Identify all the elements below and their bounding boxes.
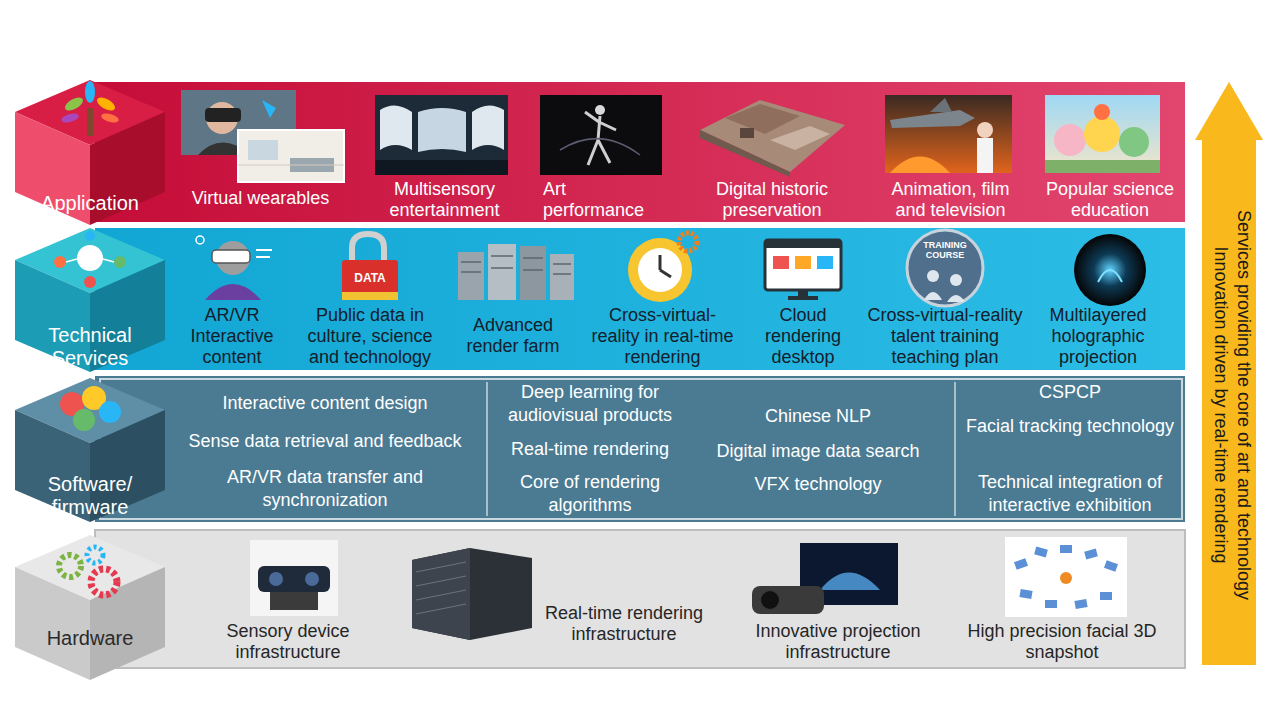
item-caption: High precision facial 3D snapshot (962, 621, 1162, 663)
technical-item: Cross-virtual-reality in real-time rende… (588, 232, 737, 371)
item-caption: Chinese NLP (693, 405, 943, 428)
popular-science-photo (1045, 95, 1160, 173)
technical-band (95, 228, 1185, 370)
technical-layer: Technical Services AR/VR Interactive cont… (15, 228, 1185, 372)
item-caption: Technical integration of interactive exh… (960, 471, 1180, 517)
software-cube (15, 378, 165, 522)
sensor-device-photo (250, 540, 338, 616)
application-item: Digital historic preservation (695, 93, 847, 222)
render-farm-icon (458, 244, 574, 300)
item-caption: Art performance (543, 179, 670, 221)
item-caption: Virtual wearables (178, 188, 343, 209)
facial-snapshot-photo (1005, 537, 1127, 617)
item-caption: AR/VR Interactive content (182, 305, 282, 368)
arrow-text: Innovation driven by real-time rendering (1208, 82, 1231, 667)
rotated-text-block: Services providing the core of art and t… (1195, 82, 1263, 667)
item-caption: Sensory device infrastructure (213, 621, 363, 663)
item-caption: VFX technology (693, 473, 943, 496)
item-caption: Deep learning for audiovisual products (490, 381, 690, 427)
item-caption: Digital historic preservation (697, 179, 847, 221)
holographic-icon (1074, 234, 1146, 306)
render-server-photo (412, 548, 532, 640)
application-item: Popular science education (1036, 93, 1185, 222)
training-course-icon (907, 230, 983, 306)
item-caption: Digital image data search (693, 440, 943, 463)
application-band (95, 82, 1185, 222)
hardware-item: Sensory device infrastructure (210, 535, 370, 668)
hardware-cube (15, 535, 165, 680)
clock-icon (628, 233, 697, 302)
arrow-node: Services providing the core of art and t… (1195, 82, 1263, 667)
item-caption: Multisensory entertainment (372, 179, 517, 221)
software-band (95, 376, 1185, 522)
animation-photo (885, 95, 1012, 173)
historic-model-photo (700, 100, 845, 177)
item-caption: Real-time rendering (490, 438, 690, 461)
item-caption: Interactive content design (165, 392, 485, 415)
application-item: Animation, film and television (878, 93, 1023, 222)
application-item: Art performance (538, 93, 670, 222)
technical-cube (15, 228, 165, 372)
multisensory-photo (375, 95, 508, 175)
item-caption: Facial tracking technology (960, 415, 1180, 438)
item-caption: CSPCP (960, 381, 1180, 404)
layer-label: Software/ firmware (25, 473, 155, 519)
hardware-item: Real-time rendering infrastructure (405, 540, 710, 668)
icon-tag: DATA (344, 272, 396, 285)
item-caption: Animation, film and television (878, 179, 1023, 221)
vr-photo (181, 90, 344, 182)
technical-item: Public data in culture, science and tech… (293, 232, 447, 371)
application-item: Virtual wearables (178, 88, 348, 220)
vr-user-icon (196, 236, 272, 300)
software-column: Interactive content designSense data ret… (160, 378, 487, 520)
item-caption: Core of rendering algorithms (490, 471, 690, 517)
technical-item: AR/VR Interactive content (180, 232, 284, 371)
layer-label: Application (15, 192, 165, 215)
application-cube (15, 80, 165, 225)
hardware-item: Innovative projection infrastructure (736, 540, 940, 668)
item-caption: Innovative projection infrastructure (738, 621, 938, 663)
software-column: CSPCP Facial tracking technologyTechnical… (957, 378, 1185, 520)
arrow-text: Services providing the core of art and t… (1231, 82, 1254, 667)
software-layer: Software/ firmwareInteractive content de… (15, 376, 1185, 522)
item-caption: Cloud rendering desktop (753, 305, 853, 368)
layer-label: Hardware (15, 627, 165, 650)
item-caption: Real-time rendering infrastructure (540, 603, 708, 645)
item-caption: Popular science education (1036, 179, 1184, 221)
software-column: Deep learning for audiovisual productsRe… (490, 378, 953, 520)
item-caption: Multilayered holographic projection (1033, 305, 1163, 368)
data-lock-icon (342, 234, 398, 300)
technical-item: Cloud rendering desktop (750, 232, 856, 371)
layer-label: Technical Services (15, 324, 165, 370)
item-caption: Advanced render farm (455, 315, 571, 357)
hardware-layer: Hardware Sensory device infrastructure Rea… (15, 530, 1185, 680)
technical-item: Multilayered holographic projection (1031, 232, 1165, 371)
technical-item: Advanced render farm (450, 240, 576, 370)
icon-tag: TRAINING COURSE (915, 240, 975, 260)
hardware-band (95, 530, 1185, 668)
cloud-desktop-icon (765, 240, 841, 300)
item-caption: AR/VR data transfer and synchronization (165, 466, 485, 512)
projector-photo (752, 543, 898, 614)
art-performance-photo (540, 95, 662, 175)
item-caption: Cross-virtual-reality in real-time rende… (590, 305, 735, 368)
item-caption: Cross-virtual-reality talent training te… (856, 305, 1034, 368)
application-item: Multisensory entertainment (372, 93, 517, 222)
item-caption: Public data in culture, science and tech… (295, 305, 445, 368)
item-caption: Sense data retrieval and feedback (165, 430, 485, 453)
hardware-item: High precision facial 3D snapshot (960, 535, 1164, 668)
application-layer: Application Virtual wearables Multisensory… (15, 80, 1185, 225)
